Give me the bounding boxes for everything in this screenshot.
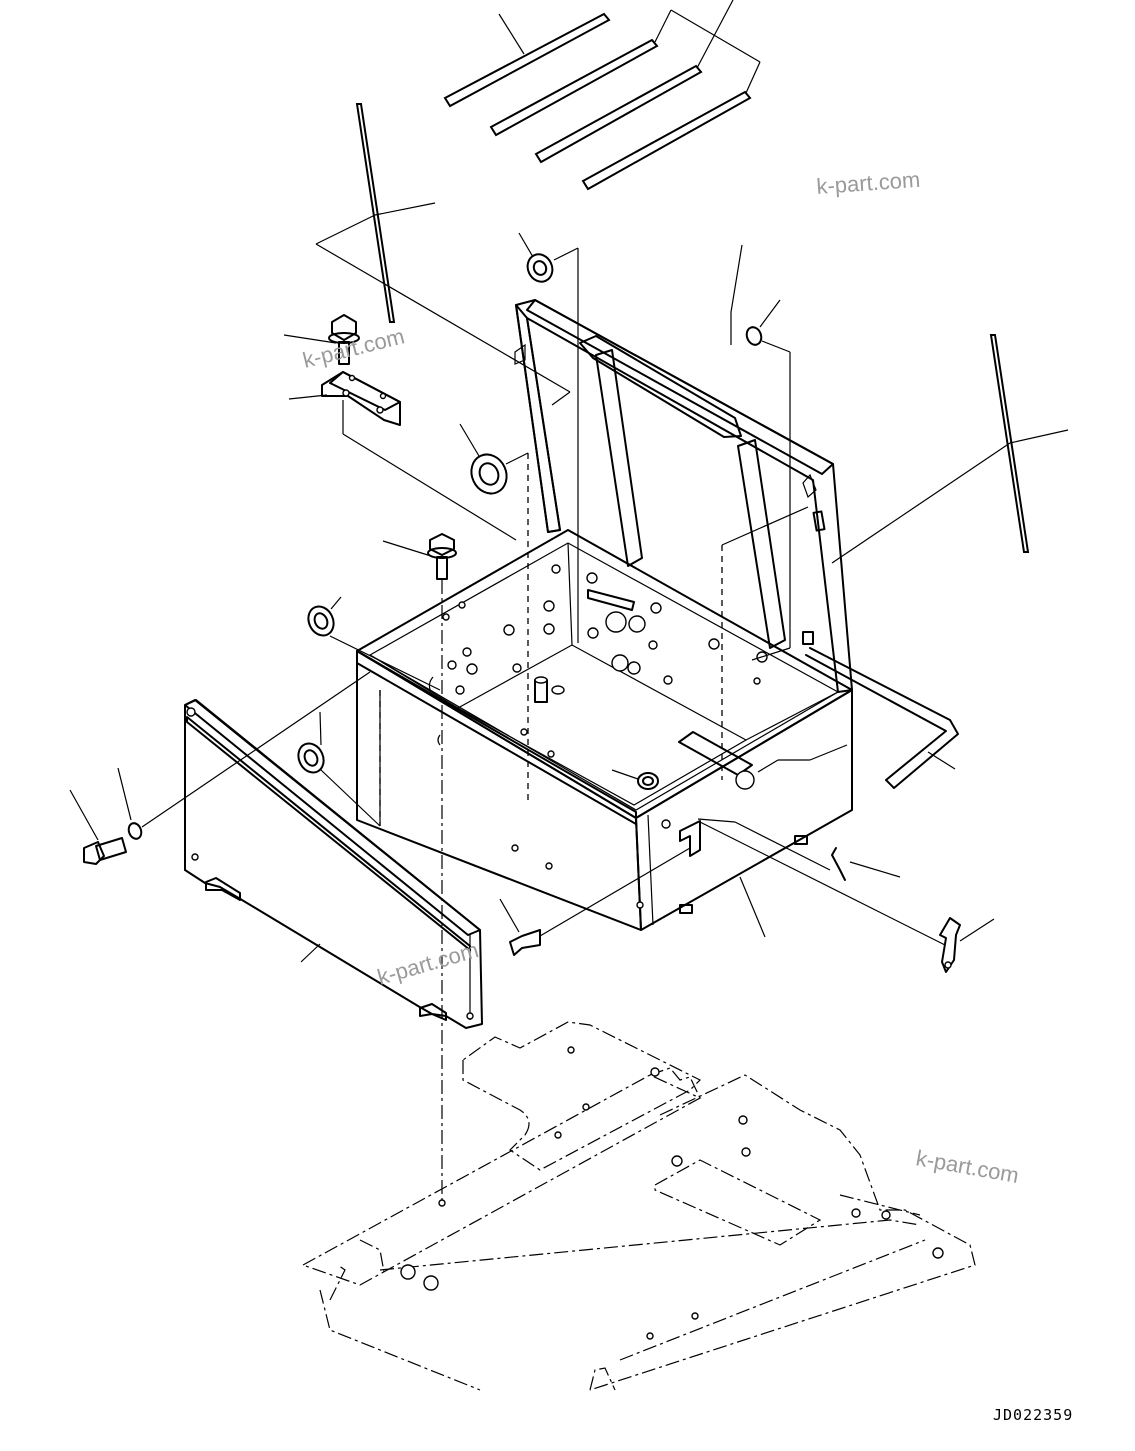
watermark-lower-right: k-part.com: [914, 1145, 1021, 1188]
grommet-left: [307, 596, 441, 691]
cab-floor-frame: [301, 1021, 976, 1391]
spring-clip: [697, 818, 946, 946]
storage-box-lid: [514, 299, 853, 693]
grommet-top: [518, 232, 579, 643]
rubber-strips-top: [443, 0, 761, 191]
lock-washer-right: [730, 244, 791, 661]
grommet-lower: [297, 690, 381, 827]
storage-box-body: [356, 529, 853, 931]
grommet-large: [459, 423, 529, 800]
hinge-pin: [499, 847, 691, 956]
drawing-code: JD022359: [993, 1406, 1073, 1424]
long-seal-strip-left: [315, 103, 571, 406]
lid-stay-rod: [757, 647, 959, 789]
box-leader-lines: [300, 506, 809, 963]
flange-bolt-center: [382, 533, 457, 1200]
watermark-center: k-part.com: [374, 937, 481, 990]
angle-bracket: [288, 371, 517, 541]
long-seal-strip-right: [831, 334, 1069, 564]
watermark-upper-left: k-part.com: [300, 323, 407, 372]
latch-handle: [939, 917, 995, 973]
flange-bolt-upper: [283, 314, 360, 365]
front-cover-panel: [184, 699, 483, 1029]
side-bolt-and-washer: [69, 671, 371, 865]
grommet-inside: [611, 769, 659, 790]
watermark-top-right: k-part.com: [816, 167, 921, 199]
